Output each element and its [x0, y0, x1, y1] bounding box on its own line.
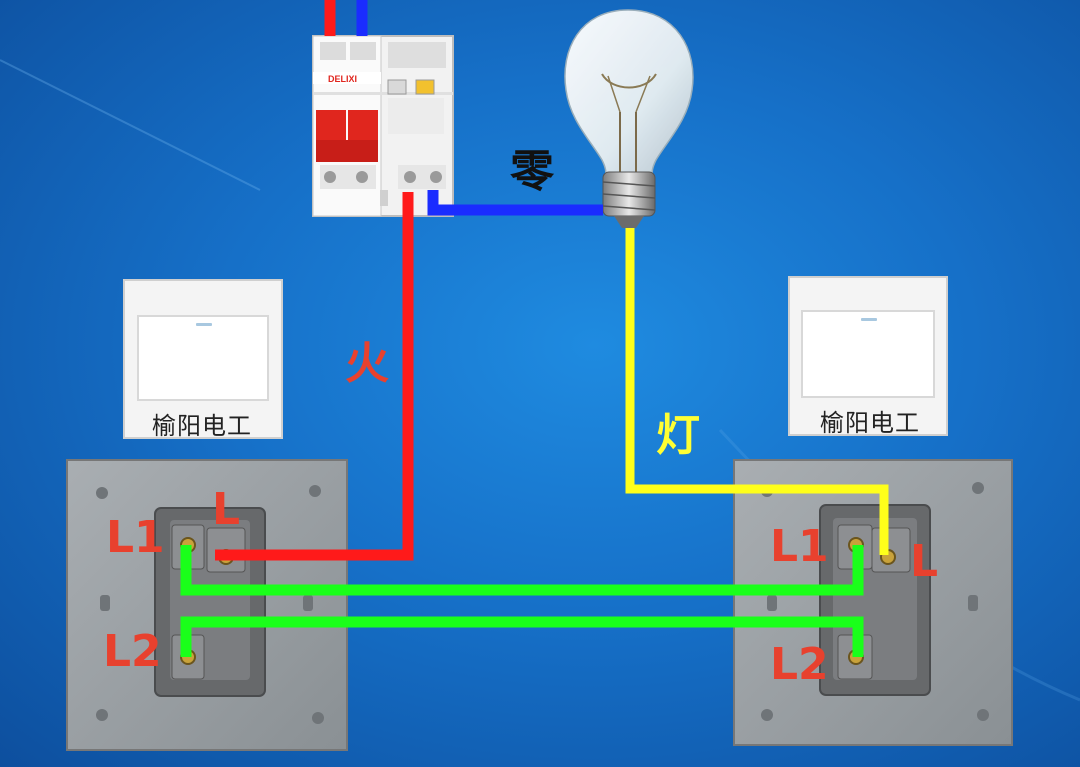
- right-terminal-l1-label: L1: [770, 521, 829, 572]
- left-terminal-l1-label: L1: [106, 512, 165, 563]
- left-switch-backplate: [66, 459, 348, 751]
- live-label: 火: [345, 338, 389, 389]
- switch-terminal-icon: [154, 507, 266, 697]
- right-switch-front-panel: [788, 276, 948, 436]
- neutral-label: 零: [510, 146, 554, 197]
- left-terminal-l2-label: L2: [103, 626, 162, 677]
- circuit-breaker-icon: [312, 35, 454, 217]
- lamp-label: 灯: [656, 410, 700, 461]
- left-terminal-l-label: L: [212, 484, 241, 535]
- right-switch-backplate: [733, 459, 1013, 746]
- left-switch-front-panel: [123, 279, 283, 439]
- left-switch-brand: 榆阳电工: [152, 412, 252, 440]
- neutral-wire: [356, 0, 603, 216]
- breaker-brand: DELIXI: [328, 74, 357, 84]
- right-terminal-l-label: L: [910, 536, 939, 587]
- lamp-wire: [625, 228, 889, 555]
- traveler-wire-2: [180, 616, 864, 657]
- light-bulb-icon: [564, 9, 694, 228]
- live-wire: [215, 0, 414, 561]
- switch-terminal-icon: [819, 504, 931, 696]
- right-switch-brand: 榆阳电工: [820, 409, 920, 437]
- traveler-wire-1: [180, 545, 864, 596]
- right-terminal-l2-label: L2: [770, 639, 829, 690]
